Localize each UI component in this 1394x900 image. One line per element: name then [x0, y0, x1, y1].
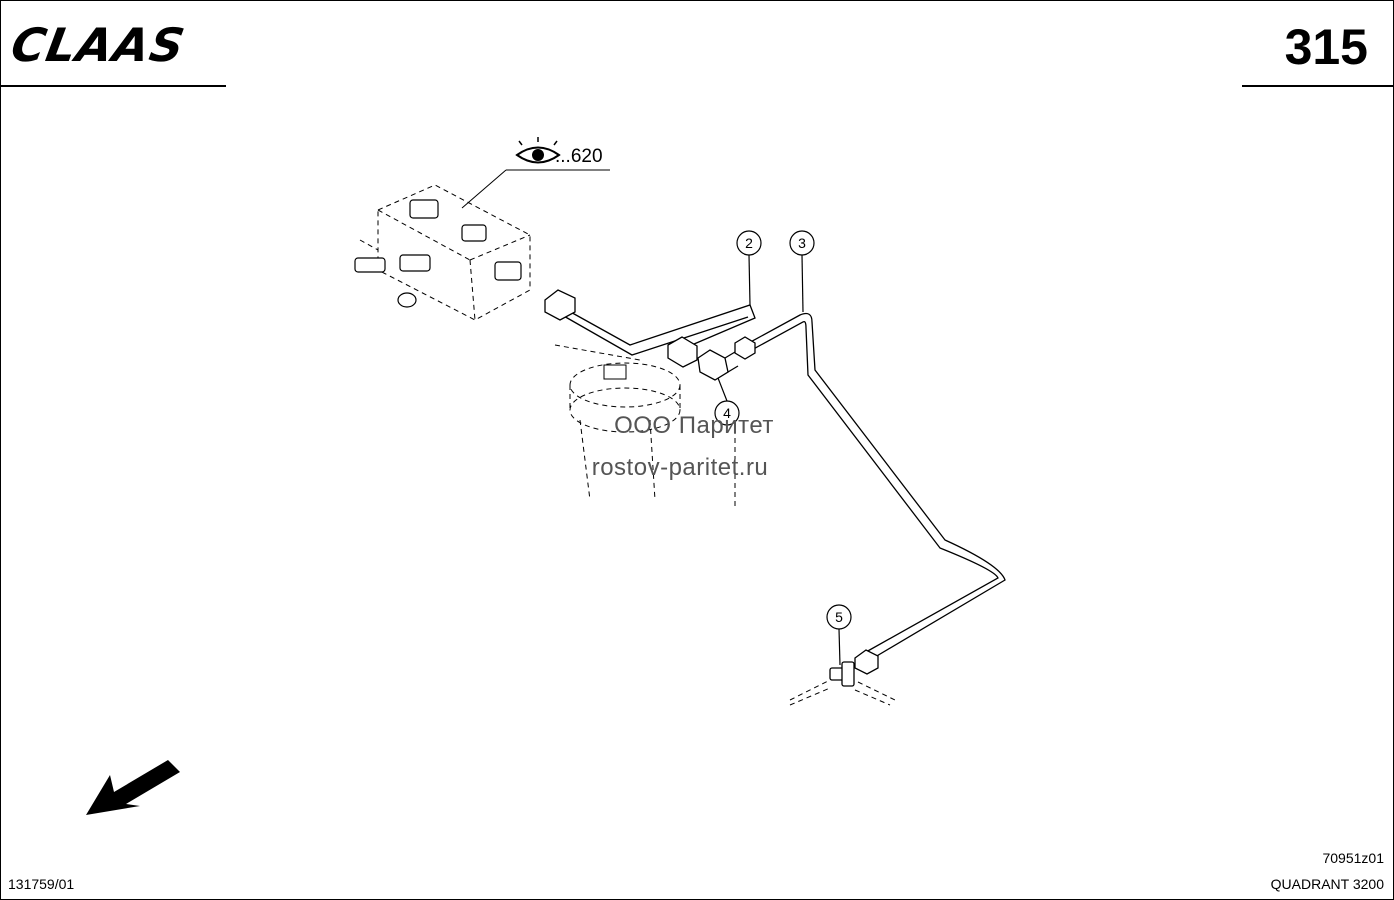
callout-3-label: 3	[798, 235, 806, 251]
page-number-underline	[1242, 85, 1394, 87]
callout-5	[826, 604, 852, 666]
callout-2	[736, 230, 762, 306]
eye-icon	[515, 137, 561, 164]
callout-4-label: 4	[723, 405, 731, 421]
valve-block	[359, 184, 531, 321]
tee-fitting-5	[829, 661, 855, 687]
callout-4	[714, 377, 740, 426]
pipe-2	[557, 304, 756, 356]
tee-adjacent-lines	[789, 679, 896, 706]
valve-fittings	[354, 199, 522, 308]
callout-2-label: 2	[745, 235, 753, 251]
callout-5-label: 5	[835, 609, 843, 625]
pump-body	[554, 344, 736, 510]
reference-label: ...620	[555, 146, 603, 167]
pipe-3-nuts	[734, 336, 879, 675]
logo-underline	[0, 85, 226, 87]
page-number: 315	[1284, 19, 1368, 75]
fitting-4	[697, 349, 739, 381]
watermark-line-2: rostov-paritet.ru	[591, 454, 769, 481]
pipe-2-nuts	[544, 289, 698, 368]
image-code: 70951z01	[1322, 850, 1384, 866]
direction-arrow-icon	[86, 760, 180, 815]
model-name: QUADRANT 3200	[1270, 876, 1384, 892]
callout-3	[789, 230, 815, 313]
watermark-line-1: ООО Паритет	[614, 412, 774, 439]
drawing-number: 131759/01	[8, 876, 75, 892]
pipe-3	[744, 312, 1006, 661]
